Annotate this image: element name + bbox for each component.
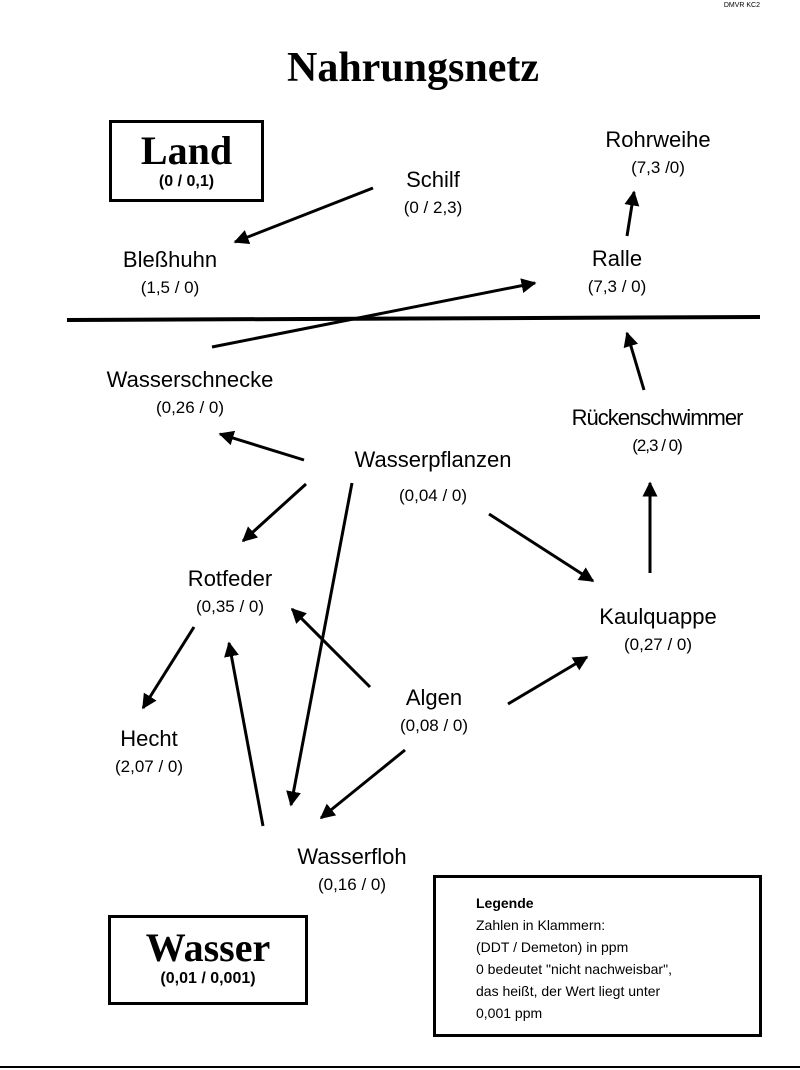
node-name: Bleßhuhn (122, 247, 218, 272)
arrow-wasserpflanzen-to-wasserschnecke (218, 430, 305, 462)
page-title: Nahrungsnetz (286, 45, 540, 91)
node-ralle: Ralle (7,3 / 0) (588, 246, 647, 298)
node-wasserschnecke: Wasserschnecke (0,26 / 0) (107, 367, 274, 419)
node-values: (7,3 /0) (631, 158, 685, 177)
arrow-algen-to-wasserfloh (319, 748, 406, 820)
wasser-label: Wasser (145, 925, 271, 970)
node-name: Rohrweihe (605, 127, 711, 152)
arrow-wasserpflanzen-to-rotfeder (241, 482, 308, 543)
node-values: (0,35 / 0) (195, 597, 265, 616)
legend-box: Legende Zahlen in Klammern: (DDT / Demet… (433, 875, 762, 1037)
node-name: Algen (405, 685, 463, 710)
node-name: Wasserpflanzen (354, 447, 512, 472)
node-wasserpflanzen: Wasserpflanzen (0,04 / 0) (355, 447, 512, 507)
node-values: (7,3 / 0) (587, 277, 647, 296)
land-water-divider (66, 315, 761, 322)
legend-line: 0 bedeutet "nicht nachweisbar", (476, 961, 672, 977)
node-values: (2,3 / 0) (632, 436, 683, 455)
land-label: Land (140, 128, 233, 173)
legend-line: 0,001 ppm (476, 1005, 543, 1021)
corner-code: DMVR KC2 (723, 2, 760, 9)
arrow-wasserfloh-to-rotfeder (224, 641, 265, 827)
arrow-rueckenschwimmer-to-ralle (623, 331, 646, 391)
legend-line: das heißt, der Wert liegt unter (476, 983, 661, 999)
legend-line: Zahlen in Klammern: (476, 917, 606, 933)
node-rohrweihe: Rohrweihe (7,3 /0) (605, 127, 710, 179)
arrow-wasserschnecke-to-ralle (211, 278, 537, 349)
wasser-box: Wasser (0,01 / 0,001) (108, 915, 308, 1005)
arrow-ralle-to-rohrweihe (624, 190, 640, 237)
node-name: Rückenschwimmer (571, 405, 744, 430)
wasser-values: (0,01 / 0,001) (160, 970, 256, 987)
node-name: Rotfeder (187, 566, 273, 591)
bottom-border (0, 1066, 800, 1068)
node-name: Schilf (406, 167, 460, 192)
node-algen: Algen (0,08 / 0) (400, 685, 468, 737)
node-blesshuhn: Bleßhuhn (1,5 / 0) (123, 247, 217, 299)
node-values: (2,07 / 0) (114, 757, 184, 776)
legend-title: Legende (476, 895, 534, 911)
arrow-wasserpflanzen-to-kaulquappe (488, 512, 595, 583)
legend-line: (DDT / Demeton) in ppm (476, 939, 629, 955)
node-name: Ralle (591, 246, 643, 271)
node-name: Kaulquappe (599, 604, 717, 629)
node-values: (0,26 / 0) (155, 398, 225, 417)
node-values: (1,5 / 0) (140, 278, 200, 297)
arrow-rotfeder-to-hecht (141, 626, 196, 710)
land-box: Land (0 / 0,1) (109, 120, 264, 202)
node-rueckenschwimmer: Rückenschwimmer (2,3 / 0) (571, 405, 744, 457)
node-schilf: Schilf (0 / 2,3) (404, 167, 463, 219)
node-name: Wasserfloh (297, 844, 407, 869)
node-name: Hecht (120, 726, 178, 751)
arrow-wasserpflanzen-to-wasserfloh (286, 482, 354, 807)
arrow-schilf-to-blesshuhn (233, 186, 374, 245)
node-name: Wasserschnecke (106, 367, 274, 392)
arrow-algen-to-kaulquappe (507, 655, 589, 706)
node-wasserfloh: Wasserfloh (0,16 / 0) (297, 844, 406, 896)
node-kaulquappe: Kaulquappe (0,27 / 0) (599, 604, 716, 656)
node-rotfeder: Rotfeder (0,35 / 0) (188, 566, 272, 618)
node-values: (0,16 / 0) (317, 875, 387, 894)
node-values: (0,08 / 0) (399, 716, 469, 735)
land-values: (0 / 0,1) (158, 173, 215, 190)
node-hecht: Hecht (2,07 / 0) (115, 726, 183, 778)
node-values: (0 / 2,3) (403, 198, 463, 217)
node-values: (0,27 / 0) (623, 635, 693, 654)
node-values: (0,04 / 0) (398, 486, 468, 505)
arrow-algen-to-rotfeder (290, 607, 372, 689)
